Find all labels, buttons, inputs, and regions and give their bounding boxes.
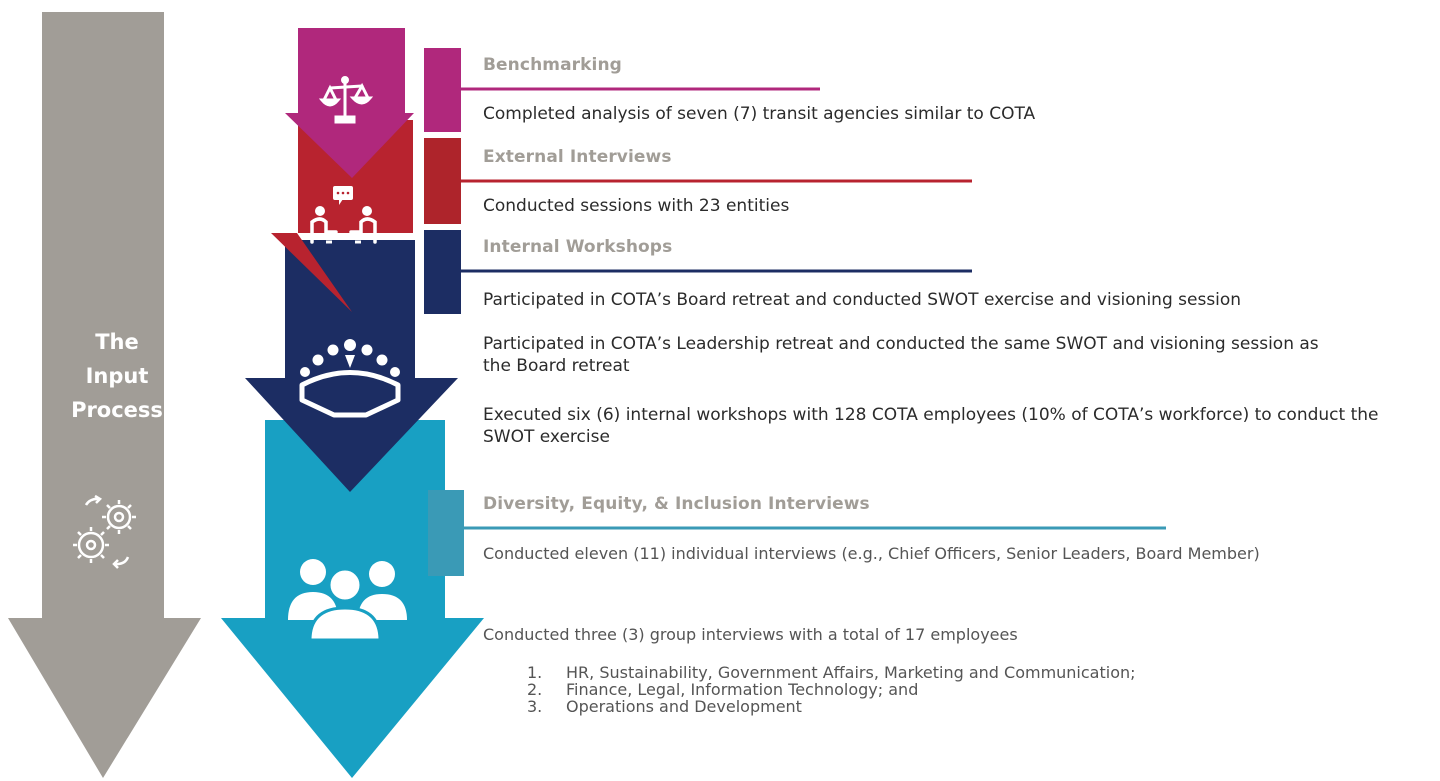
interview-icon [310, 186, 377, 244]
group-item: Finance, Legal, Information Technology; … [566, 680, 919, 699]
external-arrow [271, 120, 413, 312]
group-number: 3. [527, 697, 543, 716]
internal-item: Participated in COTA’s Leadership retrea… [483, 334, 1319, 376]
group-item: HR, Sustainability, Government Affairs, … [566, 663, 1136, 682]
input-process-label: The Input Process [42, 325, 192, 427]
group-number: 1. [527, 663, 543, 682]
benchmarking-title: Benchmarking [483, 55, 622, 75]
people-group-icon [288, 559, 407, 642]
external-item: Conducted sessions with 23 entities [483, 196, 790, 216]
internal-title: Internal Workshops [483, 237, 673, 257]
benchmarking-arrow [285, 28, 414, 178]
meeting-table-icon [299, 339, 401, 418]
internal-item: Executed six (6) internal workshops with… [483, 405, 1379, 447]
benchmarking-item: Completed analysis of seven (7) transit … [483, 104, 1036, 124]
internal-block [424, 230, 461, 314]
input-label-line1: The [95, 330, 139, 354]
group-item: Operations and Development [566, 697, 802, 716]
internal-arrow [245, 240, 458, 492]
benchmarking-block [424, 48, 461, 132]
internal-item: Participated in COTA’s Board retreat and… [483, 290, 1242, 310]
group-number: 2. [527, 680, 543, 699]
dei-item: Conducted three (3) group interviews wit… [483, 625, 1018, 644]
input-label-line3: Process [71, 398, 163, 422]
external-block [424, 138, 461, 224]
input-label-line2: Input [85, 364, 149, 388]
scale-icon [318, 76, 374, 124]
dei-item: Conducted eleven (11) individual intervi… [483, 544, 1260, 563]
external-title: External Interviews [483, 147, 672, 167]
gears-icon [73, 494, 136, 569]
input-process-arrow [8, 12, 201, 778]
dei-title: Diversity, Equity, & Inclusion Interview… [483, 494, 870, 514]
dei-block [428, 490, 464, 576]
